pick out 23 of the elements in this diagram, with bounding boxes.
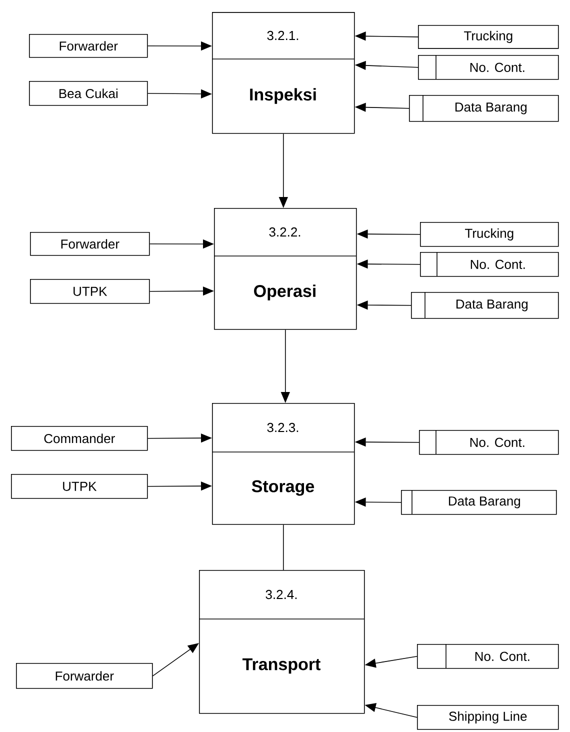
process-box: 3.2.4. Transport <box>198 570 365 714</box>
data-store: No. Cont. <box>420 252 559 277</box>
data-store: No. Cont. <box>418 54 559 80</box>
entity-box: Forwarder <box>16 663 153 689</box>
entity-box: Trucking <box>420 222 559 247</box>
entity-box: Trucking <box>418 25 559 49</box>
entity-box: Shipping Line <box>417 705 559 730</box>
entity-box: UTPK <box>30 279 150 304</box>
connector-line <box>283 524 284 570</box>
process-box: 3.2.2. Operasi <box>214 208 357 330</box>
entity-box: Forwarder <box>29 34 148 58</box>
process-box: 3.2.1. Inspeksi <box>212 12 355 134</box>
entity-box: Forwarder <box>30 232 150 256</box>
entity-box: UTPK <box>11 474 148 499</box>
data-store: No. Cont. <box>417 644 559 669</box>
data-store: Data Barang <box>401 490 557 515</box>
entity-box: Commander <box>11 426 148 451</box>
data-store: Data Barang <box>411 292 559 319</box>
data-store: Data Barang <box>409 94 559 122</box>
process-box: 3.2.3. Storage <box>212 403 355 525</box>
arrow <box>152 643 199 676</box>
data-store: No. Cont. <box>419 430 559 455</box>
entity-box: Bea Cukai <box>29 81 148 106</box>
